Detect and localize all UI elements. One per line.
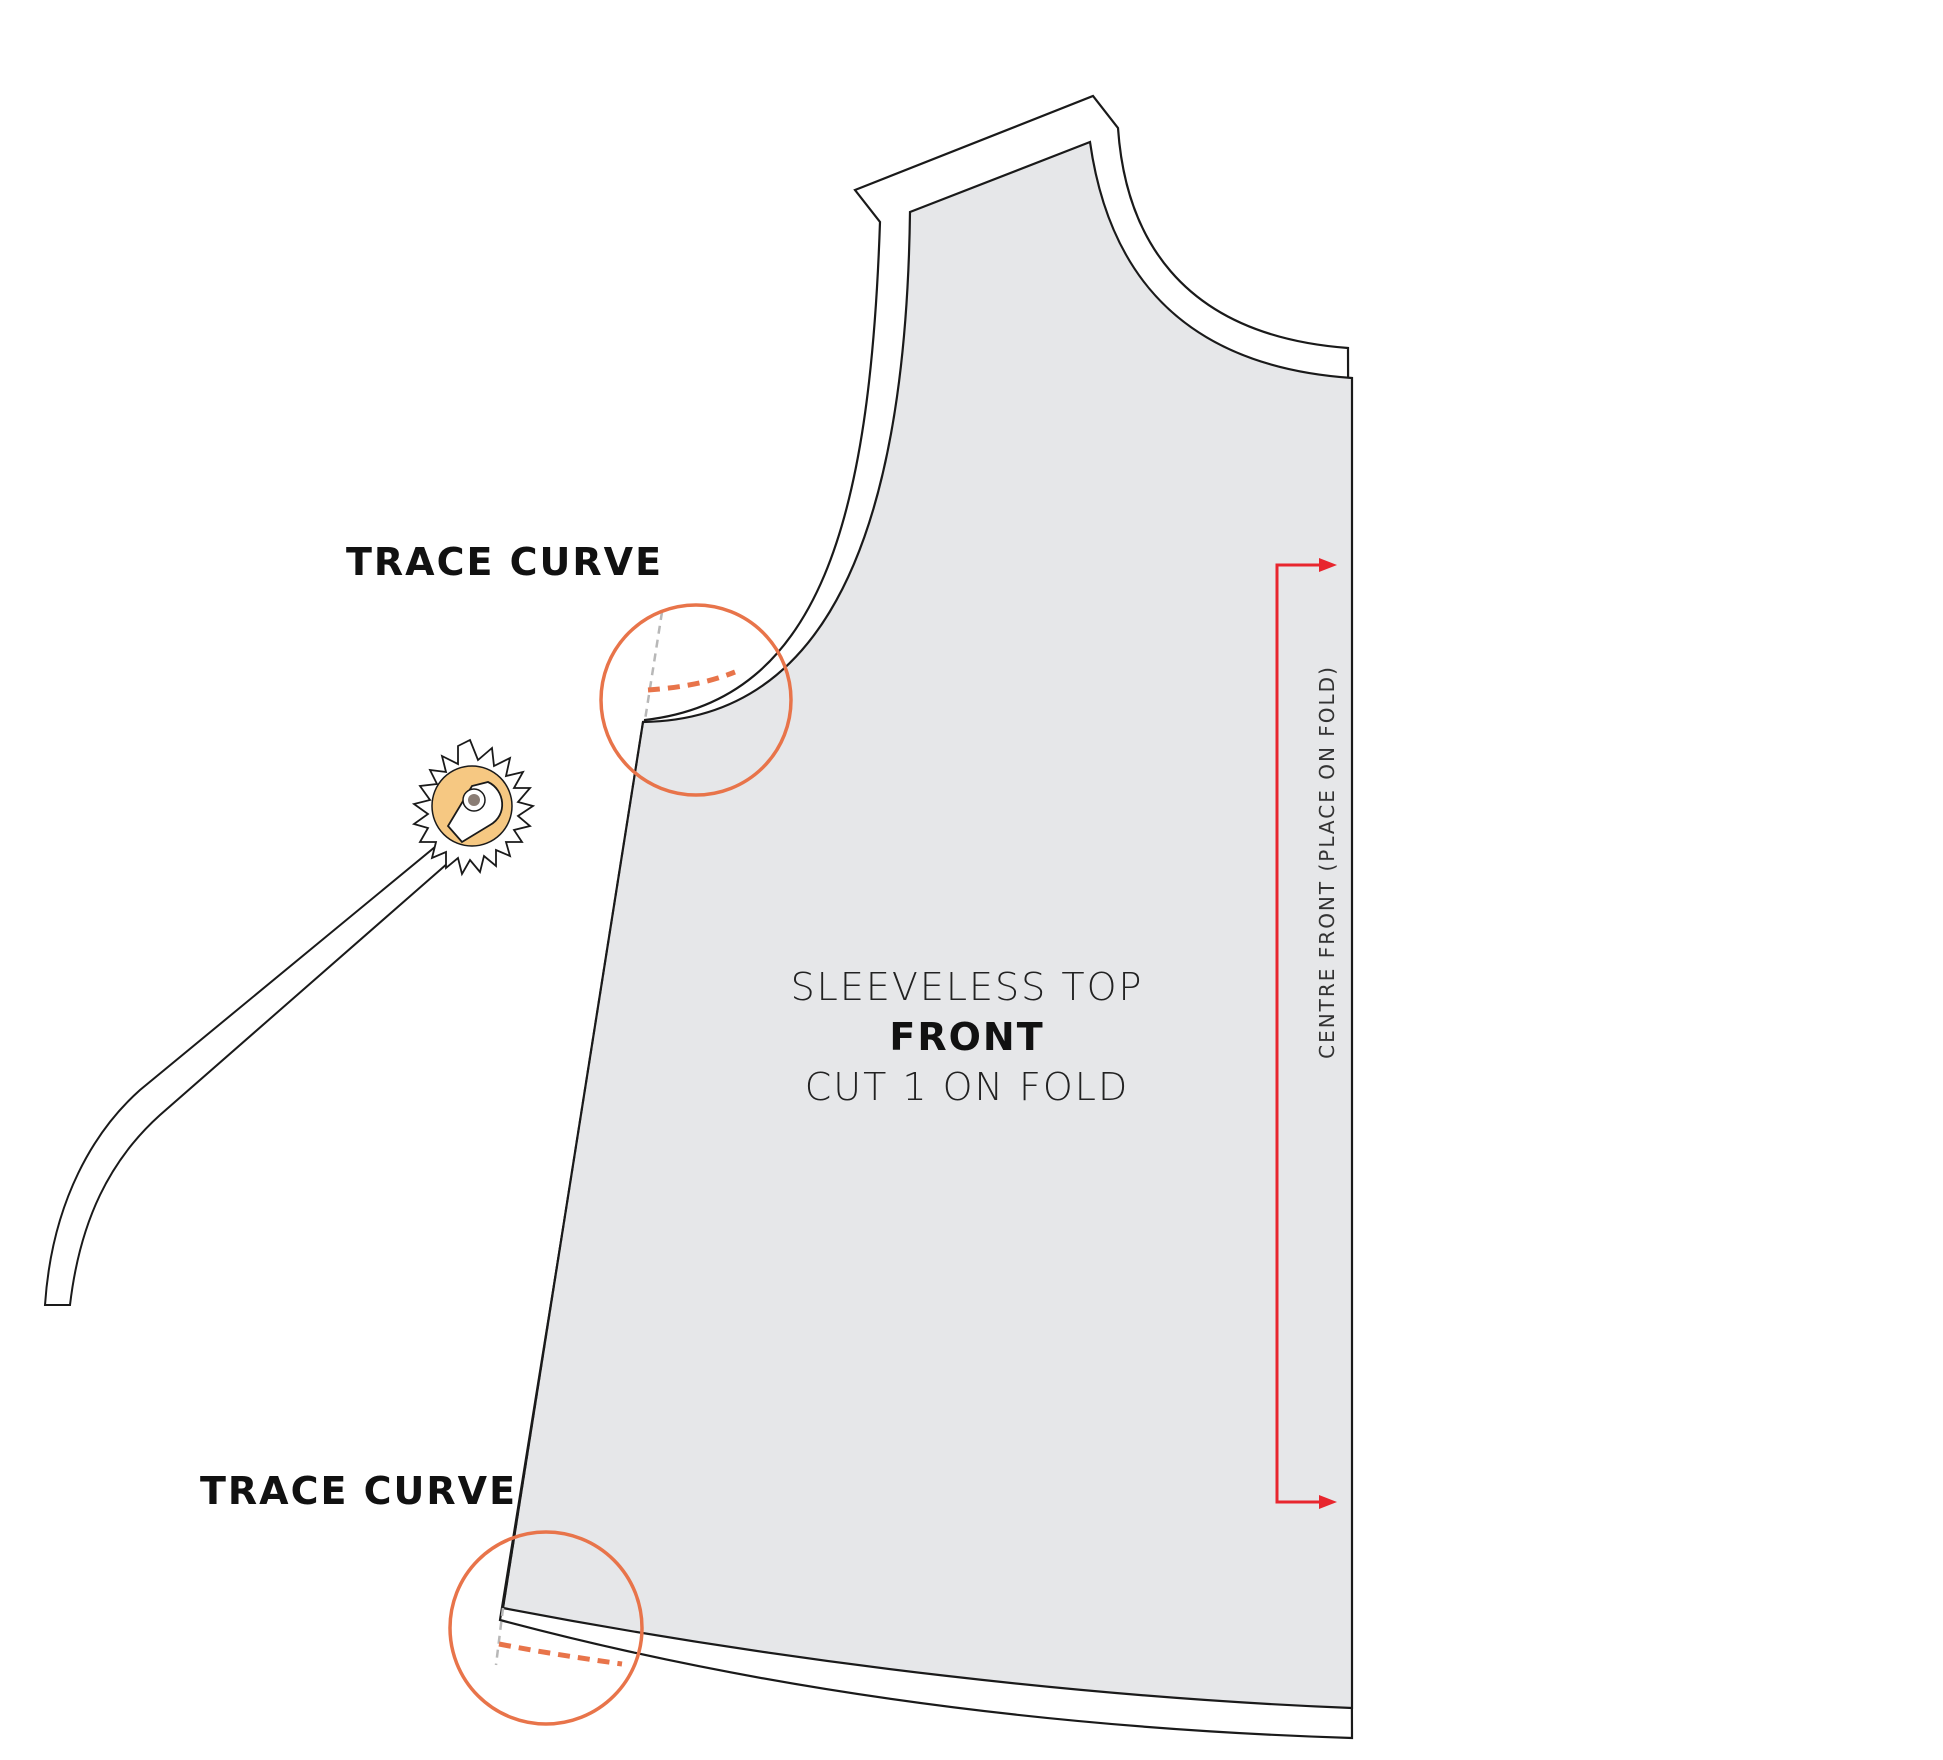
- tracing-wheel-axle-inner: [468, 794, 480, 806]
- trace-curve-mark-top: [647, 669, 736, 693]
- highlight-circle-bottom: [448, 1530, 644, 1726]
- tracing-wheel-handle: [43, 826, 474, 1306]
- fold-arrow-head-top: [1319, 558, 1337, 572]
- front-pattern-piece: [501, 140, 1354, 1710]
- fold-arrow: [1275, 563, 1322, 1504]
- guide-line-top: [643, 611, 664, 721]
- trace-curve-label-top: TRACE CURVE: [346, 540, 663, 584]
- piece-cut-label: CUT 1 ON FOLD: [805, 1065, 1130, 1109]
- trace-curve-label-bottom: TRACE CURVE: [200, 1469, 517, 1513]
- fold-arrow-head-bottom: [1319, 1495, 1337, 1509]
- piece-name-label: SLEEVELESS TOP: [791, 965, 1144, 1009]
- piece-part-label: FRONT: [889, 1015, 1044, 1059]
- trace-curve-mark-bottom: [498, 1641, 623, 1667]
- tracing-wheel-icon: [43, 738, 536, 1306]
- tracing-wheel-arm: [446, 781, 504, 844]
- guide-line-bottom: [494, 1607, 505, 1666]
- highlight-circle-top: [599, 603, 793, 797]
- centre-front-fold-label: CENTRE FRONT (PLACE ON FOLD): [1315, 665, 1339, 1059]
